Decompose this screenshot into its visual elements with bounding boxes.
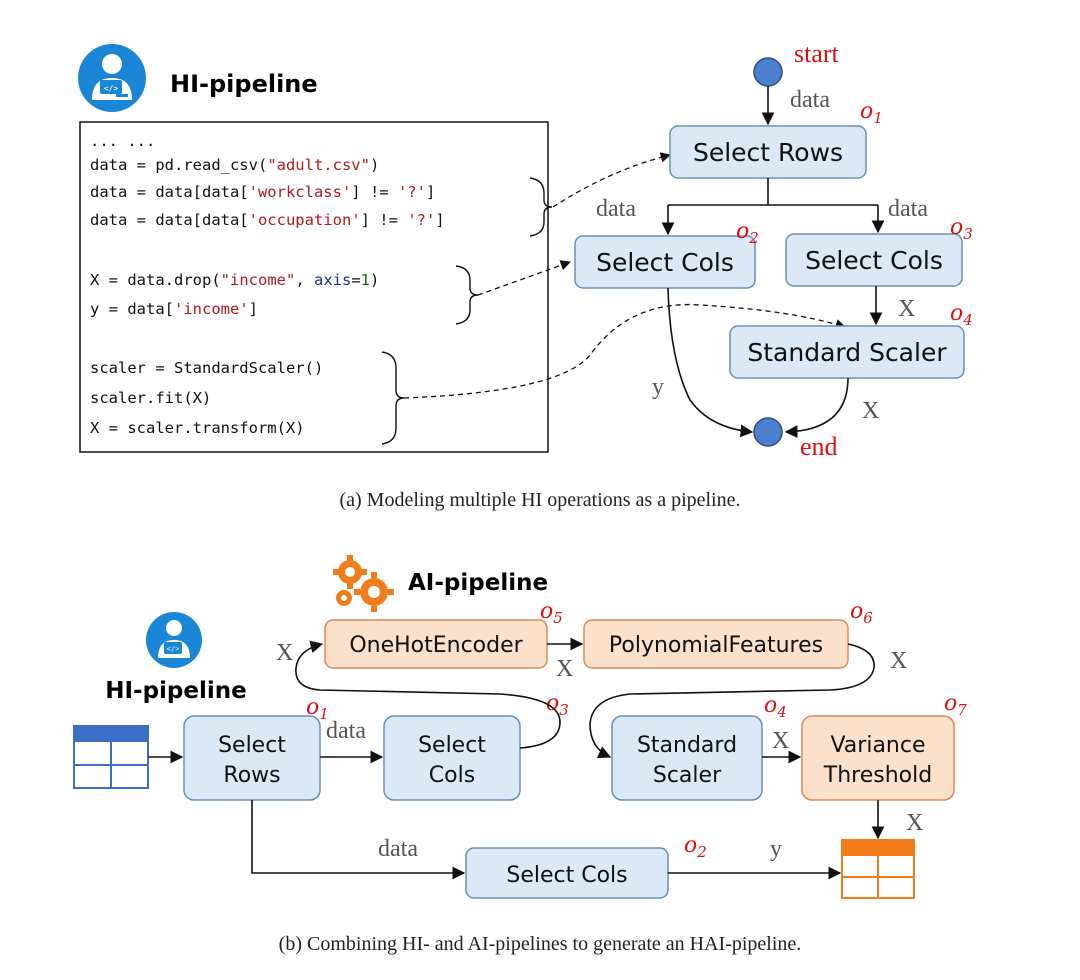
edge-label-data-right: data [888,196,928,222]
node-select-cols-bottom-label: Select Cols [506,863,627,888]
table-icon-input [73,725,149,789]
table-icon-output [841,839,915,899]
node-onehot-label: OneHotEncoder [349,633,523,658]
caption-b: (b) Combining HI- and AI-pipelines to ge… [279,933,802,955]
start-node [753,57,783,87]
edge-label-data1: data [326,718,366,744]
code-line-4: X = data.drop("income", axis=1) [90,271,379,289]
developer-avatar-icon: </> [78,44,146,112]
edge-label-x3: X [890,648,907,674]
svg-text:</>: </> [104,84,119,93]
node-select-cols-1-a-label: Select Cols [596,248,734,277]
node-select-rows-b-label-1: Select [218,733,286,758]
edge-scaler-end [784,377,849,439]
code-line-8: X = scaler.transform(X) [90,419,305,437]
code-line-7: scaler.fit(X) [90,389,211,407]
edge-label-data-top: data [790,87,830,113]
node-standard-scaler-a-label: Standard Scaler [747,338,947,367]
node-select-cols-2-a [785,233,963,287]
node-standard-scaler-b-label-2: Scaler [653,763,722,788]
edge-label-x1: X [276,640,293,666]
gears-icon [333,555,394,612]
code-ellipsis: ... ... [90,132,155,150]
code-line-1: data = pd.read_csv("adult.csv") [90,156,379,174]
op-label-o2-b: o2 [684,833,707,861]
node-select-rows-a-label: Select Rows [693,138,843,167]
node-select-rows-b-label-2: Rows [223,763,280,788]
edge-label-x-mid: X [898,296,915,322]
end-label: end [800,432,838,461]
edge-label-y-left: y [652,374,664,400]
op-label-o3-a: o3 [950,215,973,243]
op-label-o1-a: o1 [860,99,883,127]
ai-pipeline-title: AI-pipeline [408,570,548,596]
brace-1 [529,177,553,237]
op-label-o4-a: o4 [950,301,973,329]
code-line-6: scaler = StandardScaler() [90,359,323,377]
code-line-2: data = data[data['workclass'] != '?'] [90,183,435,201]
edge-label-data-left: data [596,196,636,222]
hi-pipeline-title-b: HI-pipeline [105,678,247,704]
node-select-cols-1-a [574,235,756,289]
caption-a: (a) Modeling multiple HI operations as a… [339,489,740,511]
node-select-cols-b [383,715,521,801]
node-standard-scaler-b-label-1: Standard [637,733,737,758]
edge-label-x-bottom: X [862,398,879,424]
dashed-arrow-3 [403,303,846,399]
code-line-3: data = data[data['occupation'] != '?'] [90,211,445,229]
node-standard-scaler-a [729,325,965,379]
node-variance-threshold-label-2: Threshold [823,763,932,788]
developer-avatar-icon-b: </> [146,612,202,668]
svg-text:</>: </> [167,645,180,653]
edge-label-x4: X [772,728,789,754]
node-select-cols-2-a-label: Select Cols [805,246,943,275]
edge-cols-onehot [295,640,561,749]
op-label-o2-a: o2 [736,219,759,247]
op-label-o4-b: o4 [764,693,787,721]
edge-poly-scaler [589,643,875,759]
edge-rows-bottom-cols [251,800,466,880]
hi-pipeline-title-a: HI-pipeline [170,70,318,98]
edge-cols1-end [667,287,754,438]
code-line-5: y = data['income'] [90,300,258,318]
op-label-o5: o5 [540,599,563,627]
edge-label-y: y [770,836,782,862]
node-select-cols-b-label-2: Cols [429,763,475,788]
edge-label-data2: data [378,836,418,862]
node-variance-threshold-label-1: Variance [830,733,925,758]
dashed-arrow-2 [477,260,571,296]
node-select-cols-b-label-1: Select [418,733,486,758]
dashed-arrow-1 [552,152,672,208]
end-node [753,417,783,447]
op-label-o6: o6 [850,599,873,627]
op-label-o1-b: o1 [306,695,329,723]
node-standard-scaler-b [611,715,763,801]
op-label-o7: o7 [944,691,967,719]
edge-label-x5: X [906,810,923,836]
start-label: start [794,39,840,68]
edge-label-x2: X [556,656,573,682]
node-poly-label: PolynomialFeatures [609,633,823,658]
